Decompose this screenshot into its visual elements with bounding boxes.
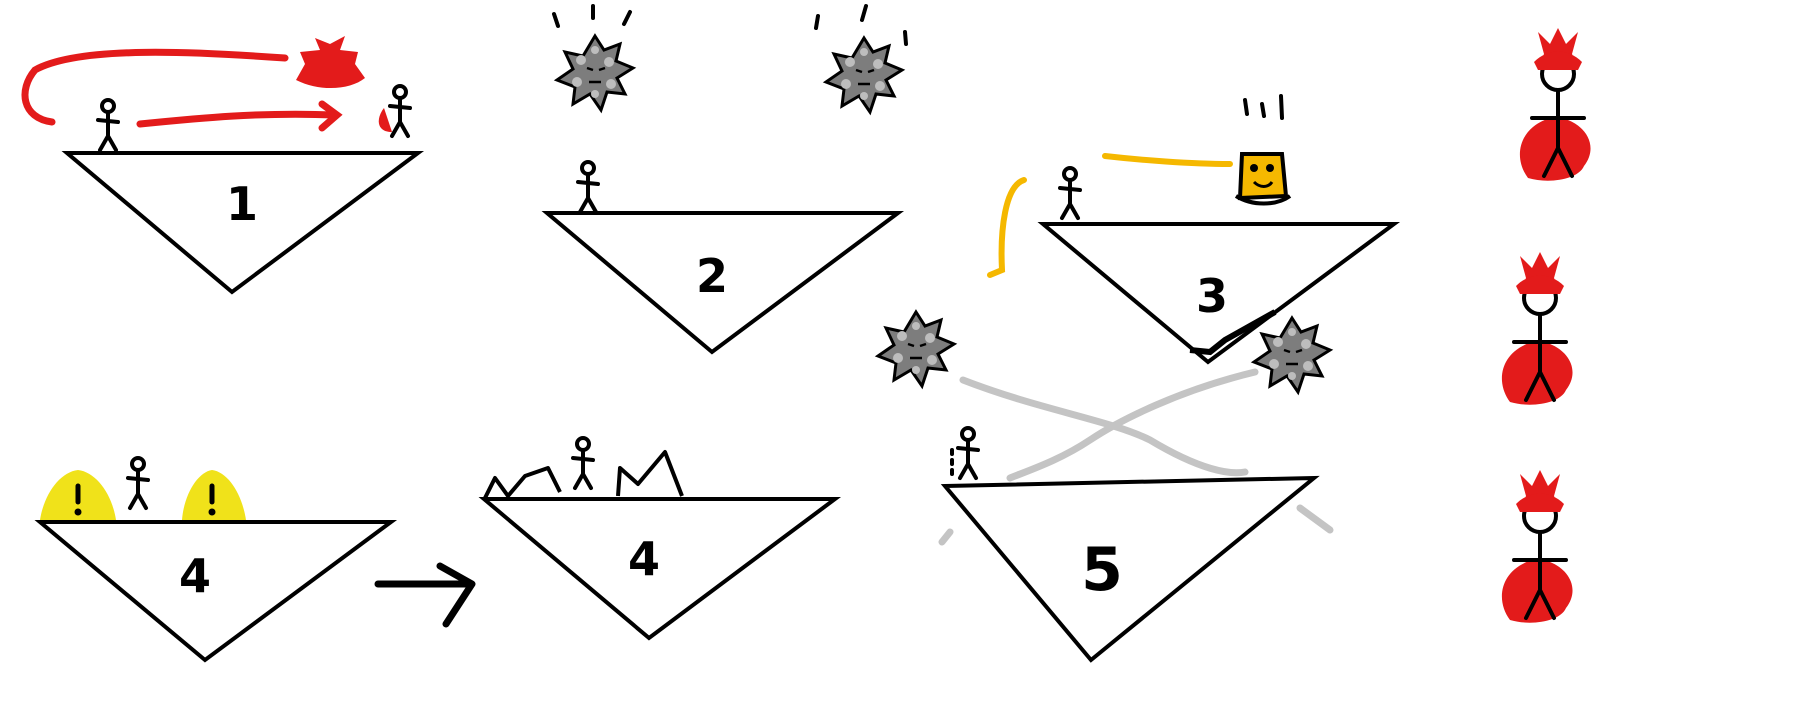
yellow-warning-slime-icon: [40, 470, 116, 520]
fall-lines-icon: [1243, 94, 1284, 120]
panel-2: 2: [541, 4, 908, 355]
panel-4b: 4: [478, 436, 842, 641]
platform-3: [1037, 222, 1401, 365]
panel-number: 2: [696, 249, 728, 303]
stick-figure-icon: [126, 456, 150, 510]
player-skins: [1499, 26, 1593, 625]
stick-figure-icon: [1058, 166, 1082, 220]
panel-number: 4: [179, 549, 211, 603]
rolling-boulder-icon: [876, 310, 956, 388]
red-dash-trail-icon: [21, 48, 339, 128]
viking-helmet-caped-figure-icon: [1517, 26, 1593, 183]
viking-helmet-caped-figure-icon: [1499, 468, 1575, 625]
platform-1: [61, 151, 425, 295]
spike-ground-icon: [483, 450, 684, 499]
red-cape-icon: [296, 36, 365, 89]
viking-helmet-caped-figure-icon: [1499, 250, 1575, 407]
platform-4a: [34, 520, 398, 663]
falling-boulder-icon: [555, 34, 635, 112]
panel-3: 3: [987, 94, 1401, 365]
stick-figure-icon: [950, 426, 980, 480]
orange-face-block-icon: [1234, 152, 1292, 206]
stick-figure-icon: [576, 160, 600, 214]
panel-number: 3: [1196, 269, 1228, 323]
rolling-boulder-icon: [1252, 316, 1332, 394]
caped-stick-figure-icon: [378, 84, 412, 138]
crack-icon: [1189, 309, 1277, 356]
right-arrow-icon: [374, 562, 476, 628]
falling-boulder-icon: [824, 36, 904, 114]
platform-2: [541, 211, 905, 355]
red-arrowhead-icon: [318, 100, 343, 132]
panel-number: 5: [1081, 535, 1123, 605]
panel-5: 5: [876, 310, 1334, 663]
stick-figure-icon: [571, 436, 595, 490]
yellow-warning-slime-icon: [182, 470, 246, 520]
panel-number: 4: [628, 532, 660, 586]
panel-4a: 4: [34, 456, 398, 663]
fall-lines-icon: [552, 4, 908, 46]
platform-4b: [478, 497, 842, 641]
panel-1: 1: [21, 36, 425, 295]
panel-number: 1: [226, 177, 258, 231]
orange-dash-trail-icon: [987, 153, 1233, 278]
platform-5: [940, 475, 1320, 663]
gray-crossing-trail-icon: [938, 368, 1334, 546]
stick-figure-icon: [96, 98, 120, 152]
